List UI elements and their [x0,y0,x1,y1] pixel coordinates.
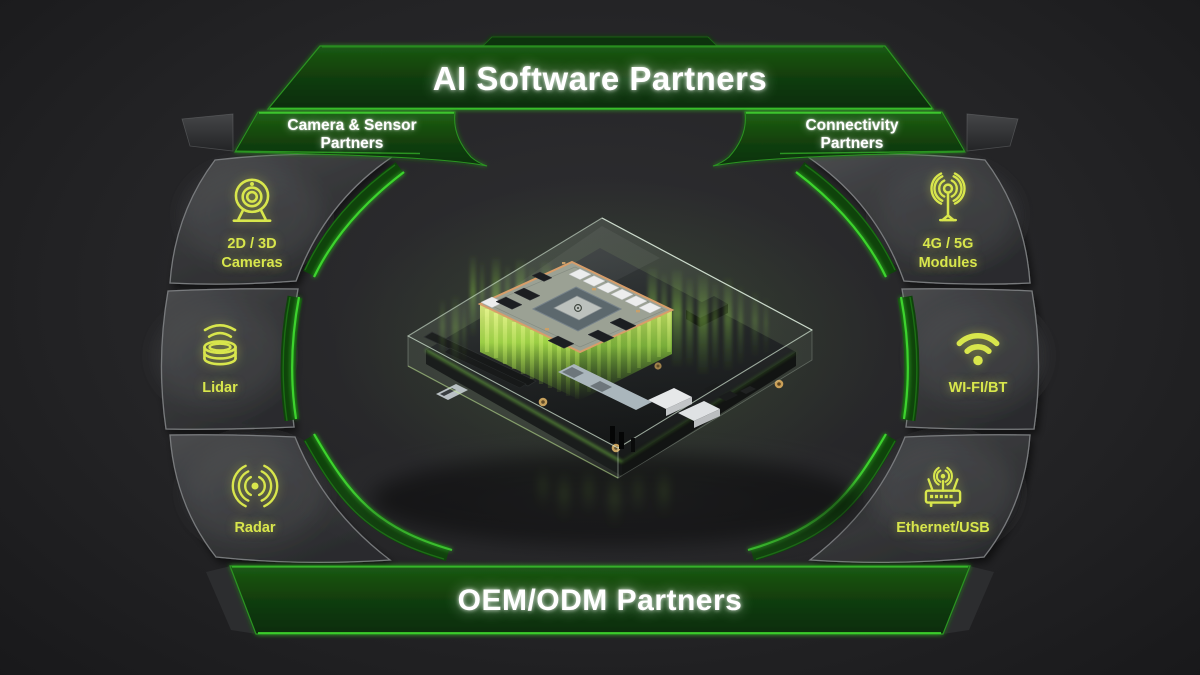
floor-reflection [540,468,668,526]
rf-shields [480,268,662,314]
memory-chips [495,271,637,349]
front-connectors [558,364,720,452]
top-banner [266,36,935,110]
circuit-board-render [285,180,945,577]
camera-sensor-ribbon [234,111,488,167]
ring-side-strips [181,113,1019,634]
capacitors [545,262,640,331]
nvidia-eye-icon [574,304,582,312]
connectivity-ribbon [712,111,966,167]
ai-module [477,260,675,354]
soc-chip [531,286,623,332]
